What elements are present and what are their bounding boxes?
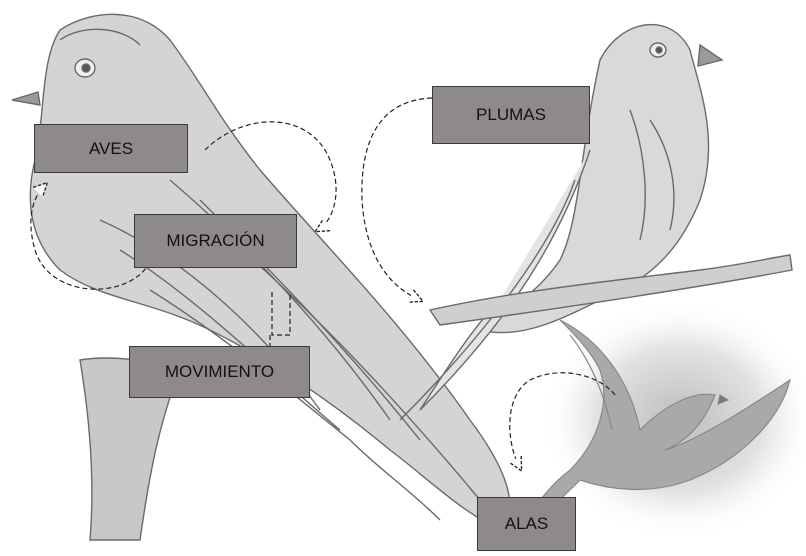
node-alas: ALAS <box>477 497 576 551</box>
node-movimiento: MOVIMIENTO <box>129 346 310 398</box>
arrow-plumas-movimiento <box>362 98 432 300</box>
node-migracion: MIGRACIÓN <box>134 214 297 268</box>
node-aves: AVES <box>34 124 188 173</box>
node-plumas: PLUMAS <box>432 86 590 144</box>
